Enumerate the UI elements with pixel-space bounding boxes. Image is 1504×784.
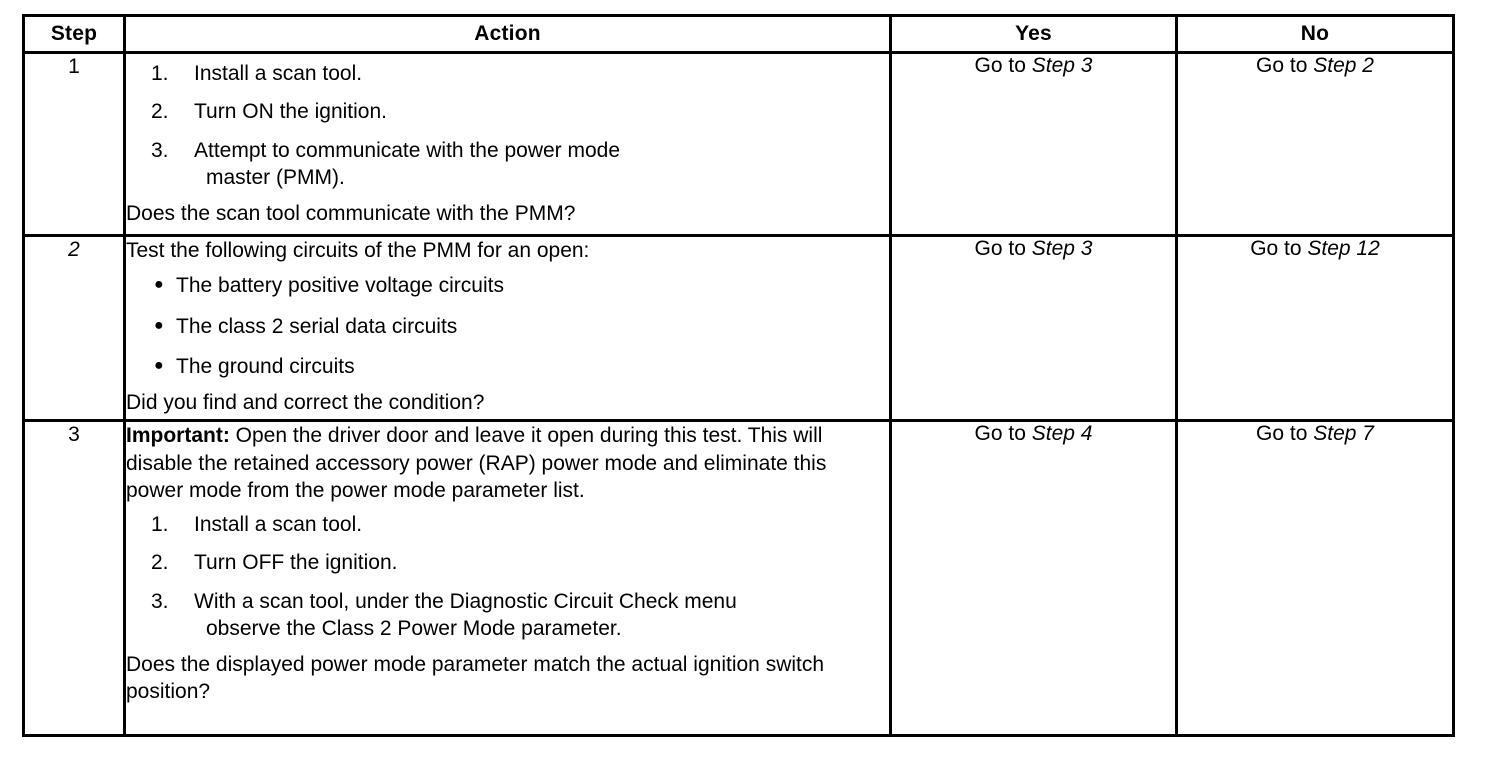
bullet-icon: ● (154, 276, 164, 294)
goto-step-ref: Step 3 (1031, 54, 1093, 77)
list-item: 3. Attempt to communicate with the power… (126, 137, 889, 192)
column-header-yes: Yes (889, 14, 1178, 54)
step-number: 3 (68, 423, 80, 446)
list-item-text: Turn ON the ignition. (194, 100, 387, 124)
list-marker: 2. (151, 100, 169, 124)
list-item-continuation: observe the Class 2 Power Mode parameter… (206, 617, 622, 641)
list-marker: 2. (151, 551, 169, 575)
list-item-text: Install a scan tool. (194, 62, 363, 85)
goto-reference: Go to Step 2 (1256, 54, 1374, 77)
goto-step-ref: Step 2 (1313, 54, 1374, 77)
list-item-text: Attempt to communicate with the power mo… (194, 137, 889, 192)
list-item-text: Turn OFF the ignition. (194, 551, 398, 575)
list-item: ● The ground circuits (126, 353, 889, 380)
diagnostic-procedure-table: Step Action Yes No 1 1. Install a scan t… (22, 14, 1455, 737)
bullet-icon: ● (154, 356, 164, 374)
table-row: 3 Important: Open the driver door and le… (22, 419, 1455, 737)
list-marker: 1. (151, 62, 169, 85)
list-item-text: Install a scan tool. (194, 513, 363, 537)
table-header: Step Action Yes No (22, 14, 1455, 54)
column-header-no: No (1175, 14, 1455, 54)
list-item: ● The battery positive voltage circuits (126, 272, 889, 299)
list-item: 2. Turn ON the ignition. (126, 98, 889, 125)
list-item: 2. Turn OFF the ignition. (126, 549, 889, 576)
column-header-step: Step (22, 14, 126, 54)
goto-prefix: Go to (1250, 237, 1308, 260)
goto-step-ref: Step 4 (1031, 422, 1093, 445)
lead-paragraph: Test the following circuits of the PMM f… (126, 239, 590, 262)
decision-question: Does the displayed power mode parameter … (126, 653, 825, 704)
list-item-continuation: master (PMM). (206, 165, 345, 189)
yes-answer-cell: Go to Step 3 (889, 234, 1178, 422)
goto-step-ref: Step 3 (1031, 237, 1093, 260)
numbered-instruction-list: 1. Install a scan tool. 2. Turn OFF the … (126, 511, 889, 642)
list-item-text: The ground circuits (176, 354, 355, 378)
list-item-text: The class 2 serial data circuits (176, 314, 458, 338)
list-marker: 3. (151, 589, 169, 613)
action-cell: Important: Open the driver door and leav… (123, 419, 892, 737)
goto-prefix: Go to (974, 237, 1032, 260)
table-row: 2 Test the following circuits of the PMM… (22, 234, 1455, 422)
important-note: Important: Open the driver door and leav… (126, 422, 889, 505)
list-item: 3. With a scan tool, under the Diagnosti… (126, 588, 889, 643)
numbered-instruction-list: 1. Install a scan tool. 2. Turn ON the i… (126, 60, 889, 191)
step-number-cell: 3 (22, 419, 126, 737)
goto-prefix: Go to (1256, 54, 1314, 77)
list-marker: 1. (151, 513, 169, 537)
list-item: 1. Install a scan tool. (126, 60, 889, 87)
goto-reference: Go to Step 3 (975, 54, 1093, 77)
list-item-line: Attempt to communicate with the power mo… (194, 138, 621, 162)
bulleted-circuit-list: ● The battery positive voltage circuits … (126, 272, 889, 380)
no-answer-cell: Go to Step 2 (1175, 51, 1455, 237)
step-number-cell: 2 (22, 234, 126, 422)
goto-reference: Go to Step 7 (1256, 422, 1374, 445)
action-cell: 1. Install a scan tool. 2. Turn ON the i… (123, 51, 892, 237)
header-row: Step Action Yes No (22, 14, 1455, 54)
step-number: 1 (68, 55, 80, 78)
goto-prefix: Go to (974, 422, 1032, 445)
list-item-text: With a scan tool, under the Diagnostic C… (194, 588, 889, 643)
important-label: Important: (126, 424, 230, 447)
list-item-text: The battery positive voltage circuits (176, 274, 504, 298)
decision-question: Does the scan tool communicate with the … (126, 202, 576, 226)
step-number-cell: 1 (22, 51, 126, 237)
no-answer-cell: Go to Step 7 (1175, 419, 1455, 737)
table-row: 1 1. Install a scan tool. 2. Turn ON the… (22, 51, 1455, 237)
action-cell: Test the following circuits of the PMM f… (123, 234, 892, 422)
goto-step-ref: Step 7 (1313, 422, 1374, 445)
goto-prefix: Go to (1256, 422, 1314, 445)
goto-prefix: Go to (974, 54, 1032, 77)
goto-reference: Go to Step 4 (975, 422, 1093, 445)
list-marker: 3. (151, 138, 169, 162)
column-header-action: Action (123, 14, 892, 54)
decision-question: Did you find and correct the condition? (126, 391, 485, 415)
list-item-line: With a scan tool, under the Diagnostic C… (194, 589, 737, 613)
important-text: Open the driver door and leave it open d… (126, 424, 827, 503)
bullet-icon: ● (154, 316, 164, 334)
yes-answer-cell: Go to Step 4 (889, 419, 1178, 737)
table-body: 1 1. Install a scan tool. 2. Turn ON the… (22, 51, 1455, 737)
goto-step-ref: Step 12 (1307, 237, 1380, 260)
list-item: 1. Install a scan tool. (126, 511, 889, 538)
list-item: ● The class 2 serial data circuits (126, 313, 889, 340)
step-number: 2 (68, 238, 80, 261)
yes-answer-cell: Go to Step 3 (889, 51, 1178, 237)
no-answer-cell: Go to Step 12 (1175, 234, 1455, 422)
goto-reference: Go to Step 3 (975, 237, 1093, 260)
goto-reference: Go to Step 12 (1250, 237, 1380, 260)
